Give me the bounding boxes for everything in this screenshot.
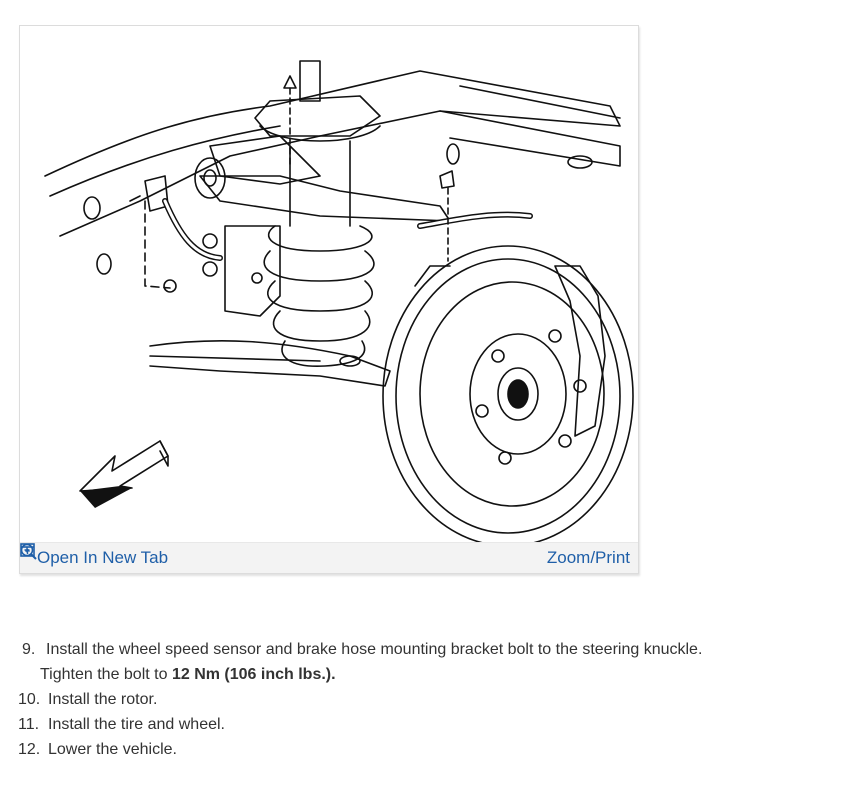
step-text: Install the rotor. bbox=[48, 691, 158, 708]
suspension-diagram bbox=[44, 60, 634, 542]
step-text: Install the wheel speed sensor and brake… bbox=[46, 641, 703, 658]
step-number: 10. bbox=[18, 691, 41, 708]
step-number: 9. bbox=[22, 641, 36, 658]
step-9: 9. Install the wheel speed sensor and br… bbox=[18, 637, 818, 687]
open-new-tab-label: Open In New Tab bbox=[37, 548, 169, 567]
step-subtext: Tighten the bolt to 12 Nm (106 inch lbs.… bbox=[40, 662, 818, 687]
step-text: Lower the vehicle. bbox=[48, 741, 177, 758]
step-11: 11. Install the tire and wheel. bbox=[18, 712, 818, 737]
step-10: 10. Install the rotor. bbox=[18, 687, 818, 712]
open-new-tab-button[interactable]: Open In New Tab bbox=[20, 543, 169, 568]
zoom-print-label: Zoom/Print bbox=[546, 548, 630, 567]
instruction-steps: 9. Install the wheel speed sensor and br… bbox=[18, 637, 818, 762]
torque-value: 12 Nm (106 inch lbs.). bbox=[171, 666, 336, 683]
step-text: Install the tire and wheel. bbox=[48, 716, 225, 733]
figure-card: Open In New Tab Zoom/Print bbox=[19, 25, 639, 574]
zoom-print-button[interactable]: Zoom/Print bbox=[20, 543, 630, 568]
figure-toolbar: Open In New Tab Zoom/Print bbox=[20, 542, 638, 573]
step-number: 11. bbox=[18, 716, 40, 733]
step-number: 12. bbox=[18, 741, 41, 758]
step-12: 12. Lower the vehicle. bbox=[18, 737, 818, 762]
torque-instruction: Tighten the bolt to bbox=[40, 666, 168, 683]
